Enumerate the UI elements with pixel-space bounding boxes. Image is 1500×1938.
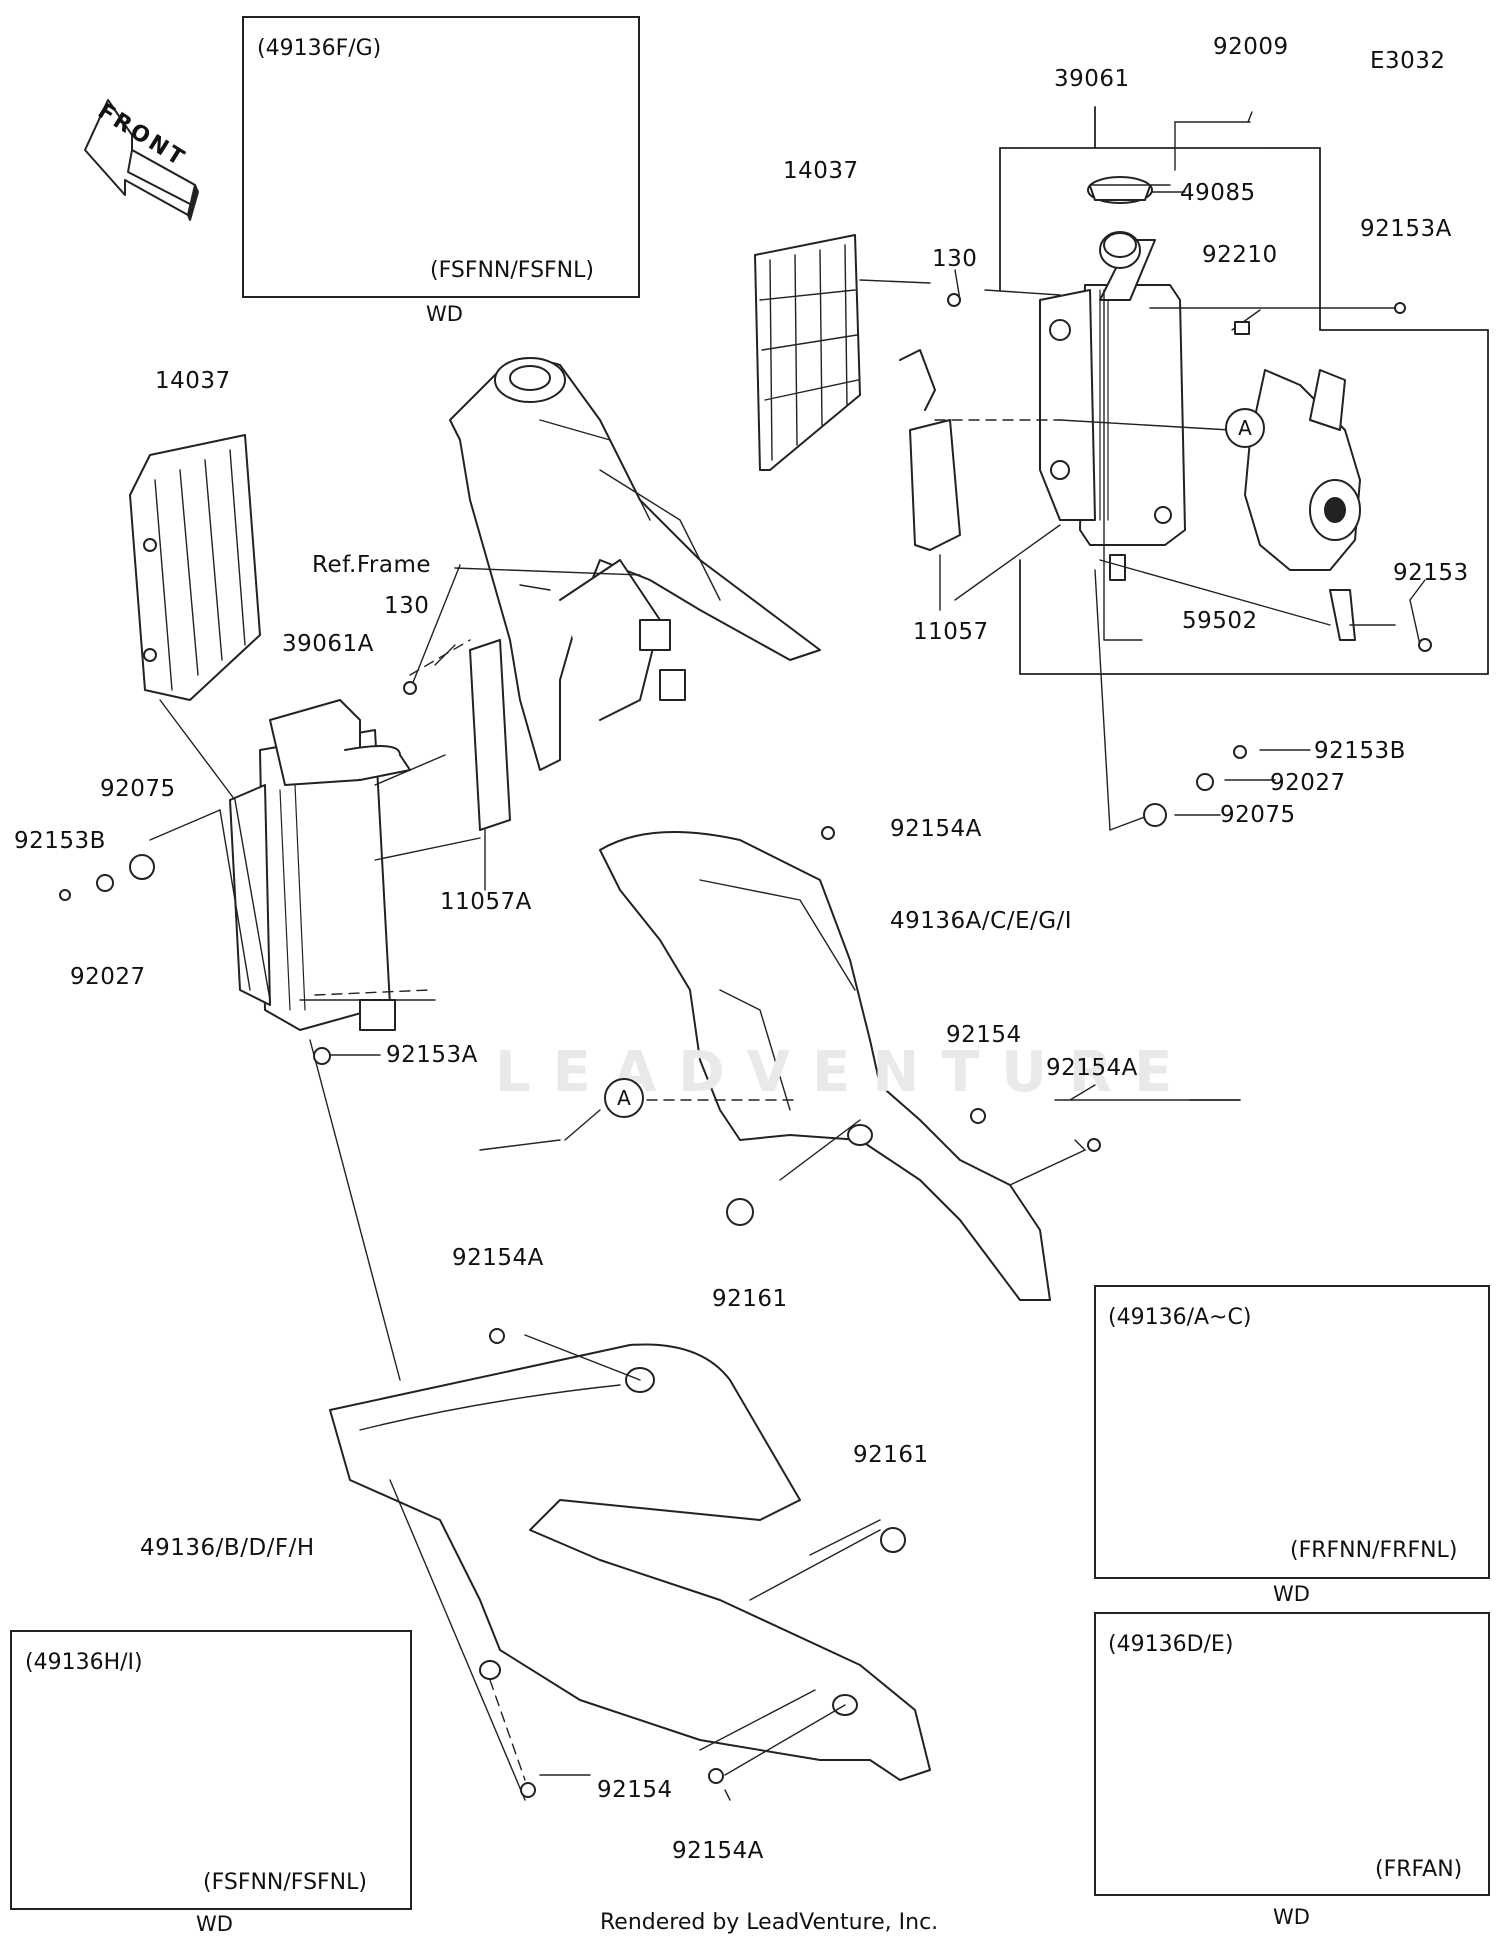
part-label-92153-right: 92153 bbox=[1393, 560, 1469, 586]
collar-92027-right bbox=[1196, 773, 1214, 791]
inset-box-right-mid bbox=[1094, 1285, 1490, 1579]
bolt-130-left bbox=[403, 681, 417, 695]
motorcycle-frame bbox=[449, 357, 821, 771]
bolt-92153B-left bbox=[59, 889, 71, 901]
ref-frame-label: Ref.Frame bbox=[312, 552, 431, 578]
inset-box-right-bottom bbox=[1094, 1612, 1490, 1896]
part-label-92153B-left: 92153B bbox=[14, 828, 106, 854]
inset-wd-right-mid: WD bbox=[1273, 1582, 1310, 1606]
part-label-92153A-top: 92153A bbox=[1360, 216, 1452, 242]
part-label-92009: 92009 bbox=[1213, 34, 1289, 60]
leader-lines bbox=[149, 184, 1426, 1801]
part-label-49136ACEGI: 49136A/C/E/G/I bbox=[890, 908, 1073, 934]
part-label-39061A: 39061A bbox=[282, 631, 374, 657]
bolt-92153A-top bbox=[1394, 302, 1406, 314]
grommet-92075-right bbox=[1143, 803, 1167, 827]
nut-92153A-left bbox=[313, 1047, 331, 1065]
bolt-92154A-lower bbox=[489, 1328, 505, 1344]
bolt-92153-right bbox=[1418, 638, 1432, 652]
part-label-59502: 59502 bbox=[1182, 608, 1258, 634]
radiator-cap bbox=[1087, 111, 1253, 204]
inset-variant-bottom-left: (FSFNN/FSFNL) bbox=[203, 1870, 367, 1895]
front-arrow-icon bbox=[84, 99, 199, 221]
inset-variant-right-bottom: (FRFAN) bbox=[1375, 1857, 1463, 1882]
inset-title-bottom-left: (49136H/I) bbox=[25, 1650, 143, 1675]
footer-credit: Rendered by LeadVenture, Inc. bbox=[600, 1910, 939, 1935]
inset-box-top-left bbox=[242, 16, 640, 298]
radiator-shroud-upper bbox=[754, 234, 861, 471]
part-label-92154-lower: 92154 bbox=[597, 1777, 673, 1803]
part-label-92027-right: 92027 bbox=[1270, 770, 1346, 796]
part-label-92161-lower: 92161 bbox=[853, 1442, 929, 1468]
part-label-14037-left: 14037 bbox=[155, 368, 231, 394]
part-label-92153B-right: 92153B bbox=[1314, 738, 1406, 764]
nut-92210 bbox=[1234, 321, 1250, 335]
part-label-11057: 11057 bbox=[913, 619, 989, 645]
part-label-11057A: 11057A bbox=[440, 889, 532, 915]
part-label-39061: 39061 bbox=[1054, 66, 1130, 92]
radiator-shroud-left bbox=[129, 434, 261, 701]
part-label-49085: 49085 bbox=[1180, 180, 1256, 206]
inset-title-right-mid: (49136/A~C) bbox=[1108, 1305, 1252, 1330]
side-cover-upper bbox=[599, 831, 1051, 1301]
part-label-92075-left: 92075 bbox=[100, 776, 176, 802]
part-label-92154A-lower: 92154A bbox=[452, 1245, 544, 1271]
inset-wd-bottom-left: WD bbox=[196, 1912, 233, 1936]
part-label-92154: 92154 bbox=[946, 1022, 1022, 1048]
part-label-92154A-mid: 92154A bbox=[890, 816, 982, 842]
bolt-92154 bbox=[970, 1108, 986, 1124]
part-label-92075-right: 92075 bbox=[1220, 802, 1296, 828]
radiator-right bbox=[1039, 231, 1186, 641]
part-label-130-left: 130 bbox=[384, 593, 430, 619]
side-cover-lower bbox=[329, 1343, 931, 1781]
collar-92027-left bbox=[96, 874, 114, 892]
fasteners bbox=[59, 293, 1432, 1798]
assembly-bracket-39061 bbox=[999, 106, 1489, 675]
inset-title-right-bottom: (49136D/E) bbox=[1108, 1632, 1234, 1657]
part-label-92154A-bottom: 92154A bbox=[672, 1838, 764, 1864]
inset-wd-top-left: WD bbox=[426, 302, 463, 326]
inset-wd-right-bottom: WD bbox=[1273, 1905, 1310, 1929]
bolt-92154-lower bbox=[520, 1782, 536, 1798]
bolt-92154A-bottom bbox=[708, 1768, 724, 1784]
part-label-49136BDFH: 49136/B/D/F/H bbox=[140, 1535, 315, 1561]
part-label-92210: 92210 bbox=[1202, 242, 1278, 268]
bolt-92153B-right bbox=[1233, 745, 1247, 759]
inset-variant-right-mid: (FRFNN/FRFNL) bbox=[1290, 1538, 1458, 1563]
inset-box-bottom-left bbox=[10, 1630, 412, 1910]
radiator-left bbox=[229, 699, 411, 1031]
bolt-92154A-right bbox=[1087, 1138, 1101, 1152]
inset-variant-top-left: (FSFNN/FSFNL) bbox=[430, 258, 594, 283]
bolt-92154A-mid bbox=[821, 826, 835, 840]
part-label-92154A-right: 92154A bbox=[1046, 1055, 1138, 1081]
bolt-130-top bbox=[947, 293, 961, 307]
grommet-92075-left bbox=[129, 854, 155, 880]
cooling-fan bbox=[1244, 369, 1361, 641]
part-label-92153A-left: 92153A bbox=[386, 1042, 478, 1068]
callout-a-left: A bbox=[604, 1078, 644, 1118]
part-label-130-top: 130 bbox=[932, 246, 978, 272]
bracket-11057A bbox=[469, 639, 511, 891]
part-label-14037-top: 14037 bbox=[783, 158, 859, 184]
diagram-code: E3032 bbox=[1370, 48, 1446, 74]
grommet-92161-lower bbox=[880, 1527, 906, 1553]
bracket-11057 bbox=[899, 349, 961, 611]
grommet-92161-mid bbox=[726, 1198, 754, 1226]
part-label-92161-mid: 92161 bbox=[712, 1286, 788, 1312]
inset-title-top-left: (49136F/G) bbox=[257, 36, 382, 61]
part-label-92027-left: 92027 bbox=[70, 964, 146, 990]
callout-a-right: A bbox=[1225, 408, 1265, 448]
